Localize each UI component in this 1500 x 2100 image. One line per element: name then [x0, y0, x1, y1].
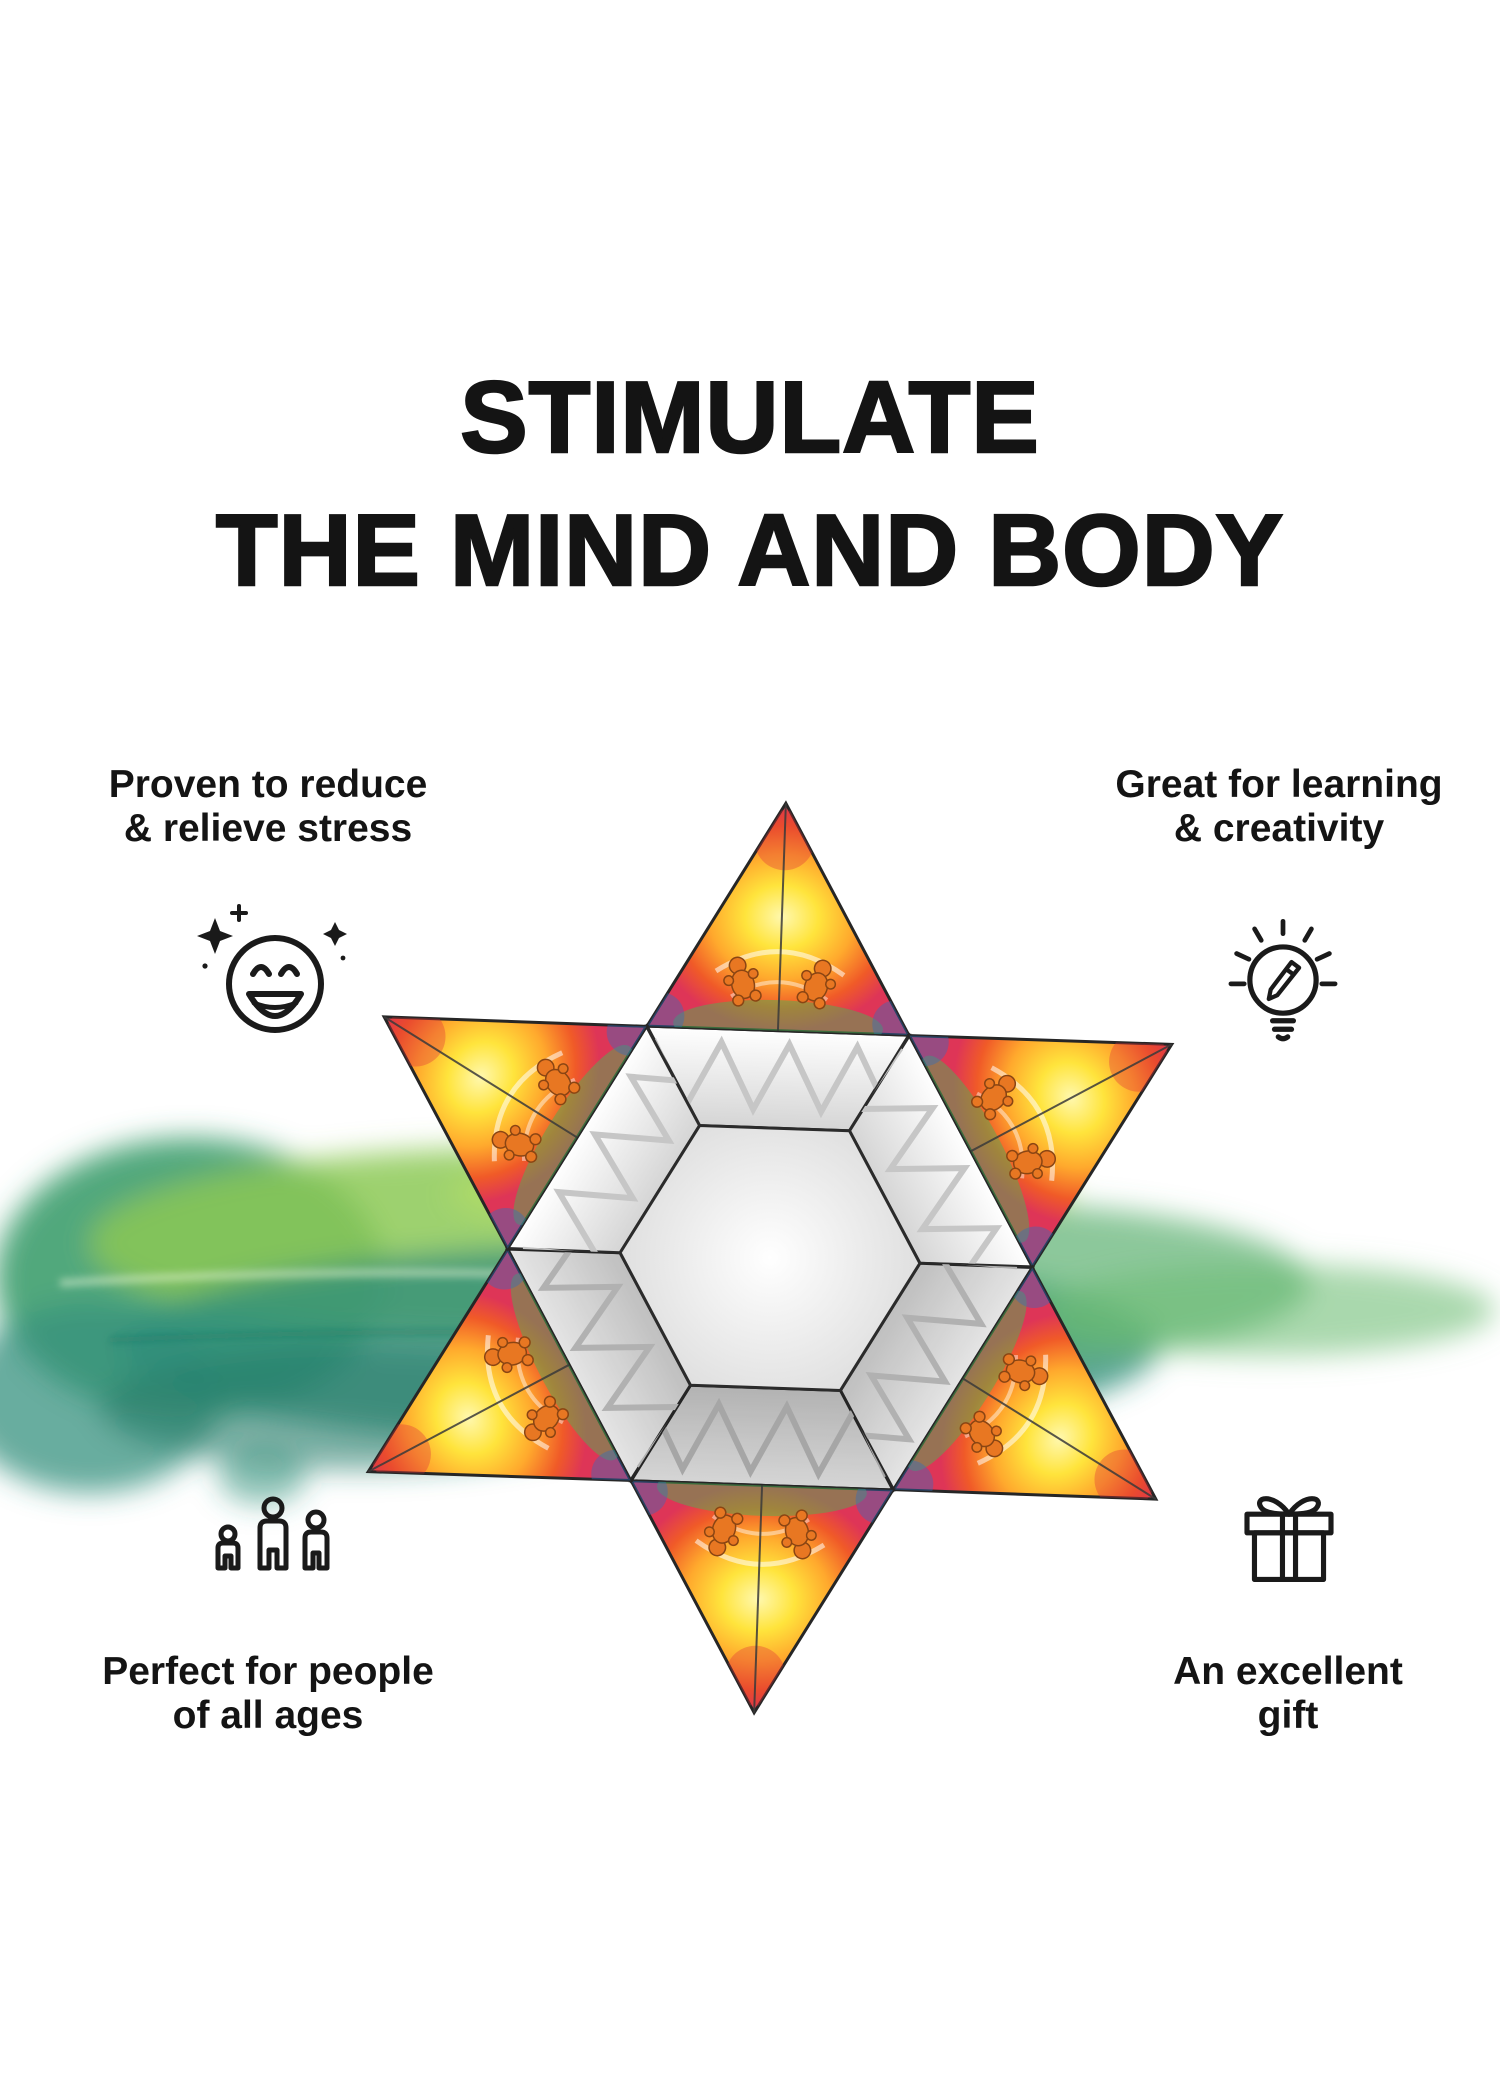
headline-line-2: THE MIND AND BODY [215, 494, 1285, 609]
gift-box-icon [1244, 1496, 1334, 1583]
people-three-icon [215, 1496, 330, 1571]
headline-line-1: STIMULATE [459, 361, 1040, 476]
feature-ages-line-2: of all ages [172, 1694, 364, 1738]
star-puzzle-product [350, 788, 1190, 1728]
feature-ages-line-1: Perfect for people [102, 1650, 434, 1693]
laughing-face-icon [197, 904, 347, 1033]
feature-gift-line-2: gift [1257, 1694, 1319, 1738]
feature-stress-line-1: Proven to reduce [108, 763, 428, 806]
feature-stress-line-2: & relieve stress [123, 807, 413, 851]
feature-learning-line-2: & creativity [1173, 807, 1385, 851]
feature-ages-text: Perfect for people of all ages [38, 1650, 498, 1739]
feature-gift-text: An excellent gift [1058, 1650, 1500, 1739]
feature-gift-line-1: An excellent [1173, 1650, 1403, 1693]
feature-learning-line-1: Great for learning [1115, 763, 1443, 806]
feature-learning-text: Great for learning & creativity [1049, 763, 1500, 852]
star-center-hole [618, 1124, 922, 1392]
lightbulb-pencil-icon [1228, 918, 1338, 1042]
feature-stress-text: Proven to reduce & relieve stress [38, 763, 498, 852]
headline: STIMULATE THE MIND AND BODY [0, 352, 1500, 619]
